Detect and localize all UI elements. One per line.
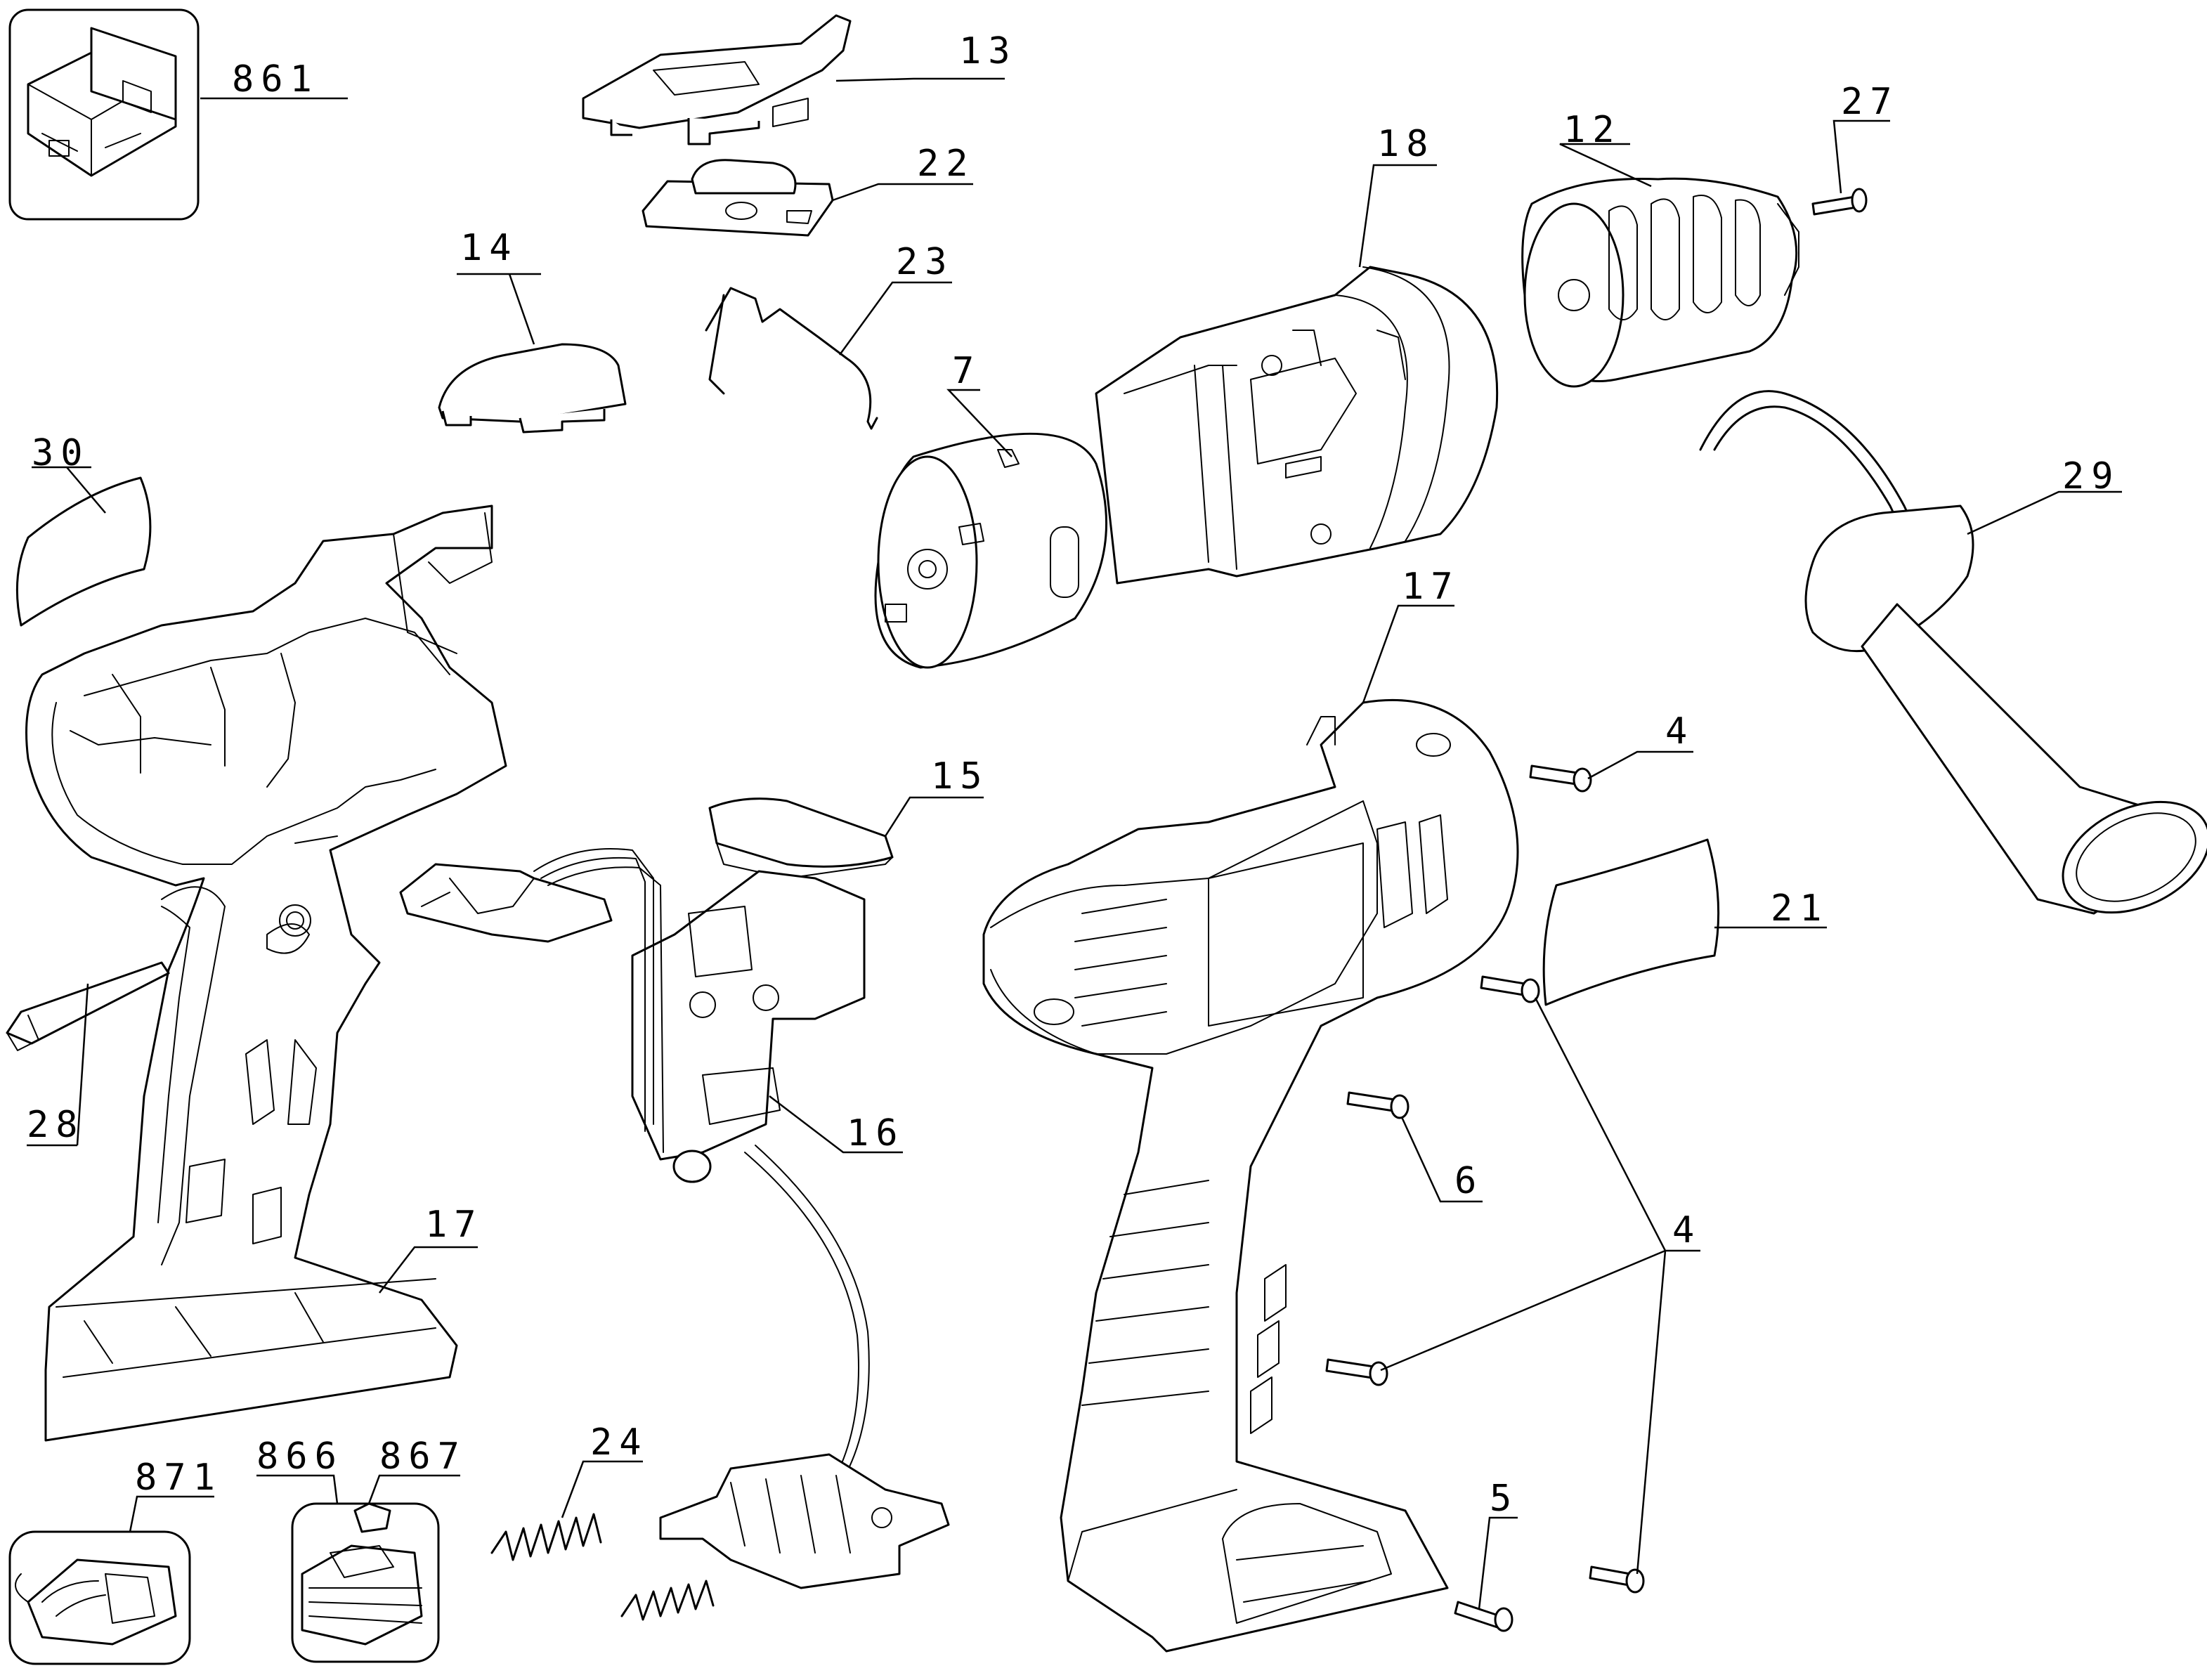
part-28-screwdriver-bit <box>6 961 170 1051</box>
callout-22: 22 <box>917 143 975 185</box>
part-27-screw <box>1811 188 1868 216</box>
screw-4-upper <box>1529 764 1592 793</box>
part-24-springs <box>490 1513 715 1621</box>
part-871-charger <box>8 1530 191 1665</box>
callout-6: 6 <box>1454 1160 1483 1202</box>
part-7-motor <box>874 432 1108 669</box>
callout-24: 24 <box>590 1421 649 1464</box>
callout-labels: 861 13 22 23 14 18 12 27 30 7 29 17 4 15… <box>27 30 2121 1520</box>
callout-871: 871 <box>135 1457 222 1499</box>
part-22-switch-plate <box>642 159 834 237</box>
callout-15: 15 <box>931 755 989 797</box>
callout-866: 866 <box>256 1435 344 1478</box>
screw-4-bottom <box>1589 1565 1645 1594</box>
callout-27: 27 <box>1841 81 1899 123</box>
part-16-switch <box>533 848 870 1480</box>
part-867-contact <box>353 1502 391 1533</box>
callout-23: 23 <box>896 241 954 283</box>
callout-7: 7 <box>952 350 981 392</box>
callout-28: 28 <box>27 1104 85 1146</box>
part-866-battery <box>291 1502 440 1663</box>
callout-12: 12 <box>1563 109 1622 151</box>
callout-18: 18 <box>1377 123 1435 165</box>
part-21-label <box>1542 838 1720 1006</box>
callout-14: 14 <box>460 227 519 269</box>
callout-4-group: 4 <box>1672 1209 1701 1251</box>
screw-4-middle <box>1480 975 1540 1003</box>
leader-lines <box>27 77 2122 1610</box>
callout-13: 13 <box>959 30 1017 72</box>
callout-867: 867 <box>379 1435 467 1478</box>
part-12-chuck <box>1521 177 1799 388</box>
part-terminal-block <box>659 1453 950 1589</box>
screw-6 <box>1346 1091 1410 1119</box>
part-15-trigger <box>399 797 894 943</box>
part-17-left-housing <box>25 504 507 1442</box>
part-17-right-housing <box>982 698 1519 1653</box>
part-23-spring-wire <box>705 287 878 430</box>
part-14-cap <box>438 343 627 434</box>
part-18-gearbox <box>1095 266 1499 585</box>
part-13-top-cover <box>582 14 852 145</box>
screw-5 <box>1454 1601 1513 1632</box>
part-29-side-handle <box>1699 390 2207 915</box>
callout-861: 861 <box>232 58 319 100</box>
part-30-label <box>15 476 152 627</box>
part-861-carrying-case <box>8 8 200 221</box>
screw-4-lower <box>1325 1358 1388 1386</box>
callout-29: 29 <box>2062 455 2121 497</box>
callout-21: 21 <box>1771 887 1829 930</box>
callout-17-upper: 17 <box>1402 566 1460 608</box>
callout-5: 5 <box>1490 1478 1518 1520</box>
callout-17-lower: 17 <box>425 1204 483 1246</box>
callout-4-upper: 4 <box>1665 710 1694 753</box>
callout-16: 16 <box>847 1112 905 1154</box>
callout-30: 30 <box>32 432 90 474</box>
